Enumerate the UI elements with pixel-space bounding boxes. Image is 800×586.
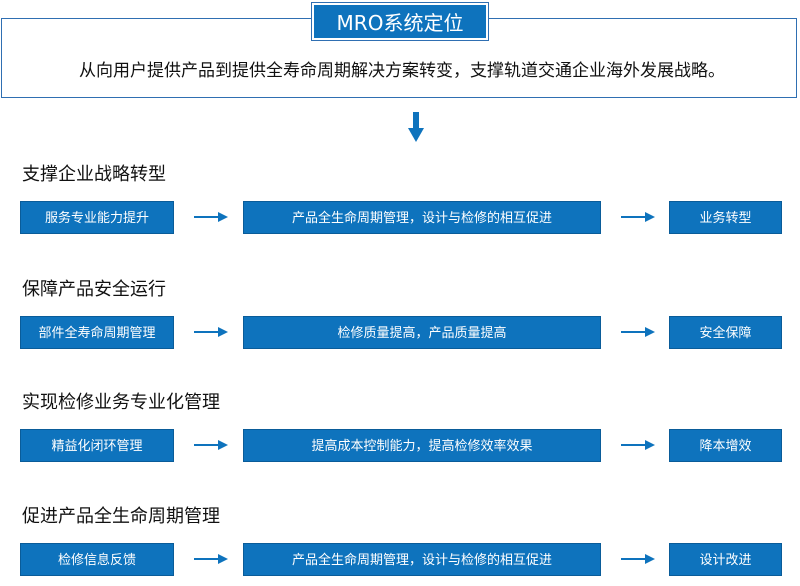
step-box: 精益化闭环管理 <box>20 429 174 462</box>
mission-statement: 从向用户提供产品到提供全寿命周期解决方案转变，支撑轨道交通企业海外发展战略。 <box>79 61 725 81</box>
section-strategy: 支撑企业战略转型 服务专业能力提升 产品全生命周期管理，设计与检修的相互促进 业… <box>0 164 800 244</box>
right-arrow-icon <box>621 554 655 564</box>
step-box: 部件全寿命周期管理 <box>20 316 174 349</box>
right-arrow-icon <box>621 440 655 450</box>
section-lifecycle: 促进产品全生命周期管理 检修信息反馈 产品全生命周期管理，设计与检修的相互促进 … <box>0 506 800 586</box>
step-box: 产品全生命周期管理，设计与检修的相互促进 <box>243 543 601 576</box>
step-box: 降本增效 <box>669 429 782 462</box>
section-safety: 保障产品安全运行 部件全寿命周期管理 检修质量提高，产品质量提高 安全保障 <box>0 279 800 359</box>
section-title: 保障产品安全运行 <box>22 279 166 300</box>
right-arrow-icon <box>194 212 228 222</box>
right-arrow-icon <box>194 554 228 564</box>
step-box: 检修质量提高，产品质量提高 <box>243 316 601 349</box>
section-title: 促进产品全生命周期管理 <box>22 506 220 527</box>
down-arrow-icon <box>408 112 424 142</box>
section-title: 支撑企业战略转型 <box>22 164 166 185</box>
step-box: 服务专业能力提升 <box>20 201 174 234</box>
step-box: 检修信息反馈 <box>20 543 174 576</box>
page-title: MRO系统定位 <box>312 3 488 40</box>
right-arrow-icon <box>621 212 655 222</box>
step-box: 业务转型 <box>669 201 782 234</box>
section-maintenance: 实现检修业务专业化管理 精益化闭环管理 提高成本控制能力，提高检修效率效果 降本… <box>0 392 800 472</box>
step-box: 安全保障 <box>669 316 782 349</box>
step-box: 设计改进 <box>669 543 782 576</box>
step-box: 提高成本控制能力，提高检修效率效果 <box>243 429 601 462</box>
section-title: 实现检修业务专业化管理 <box>22 392 220 413</box>
right-arrow-icon <box>194 327 228 337</box>
step-box: 产品全生命周期管理，设计与检修的相互促进 <box>243 201 601 234</box>
right-arrow-icon <box>621 327 655 337</box>
right-arrow-icon <box>194 440 228 450</box>
